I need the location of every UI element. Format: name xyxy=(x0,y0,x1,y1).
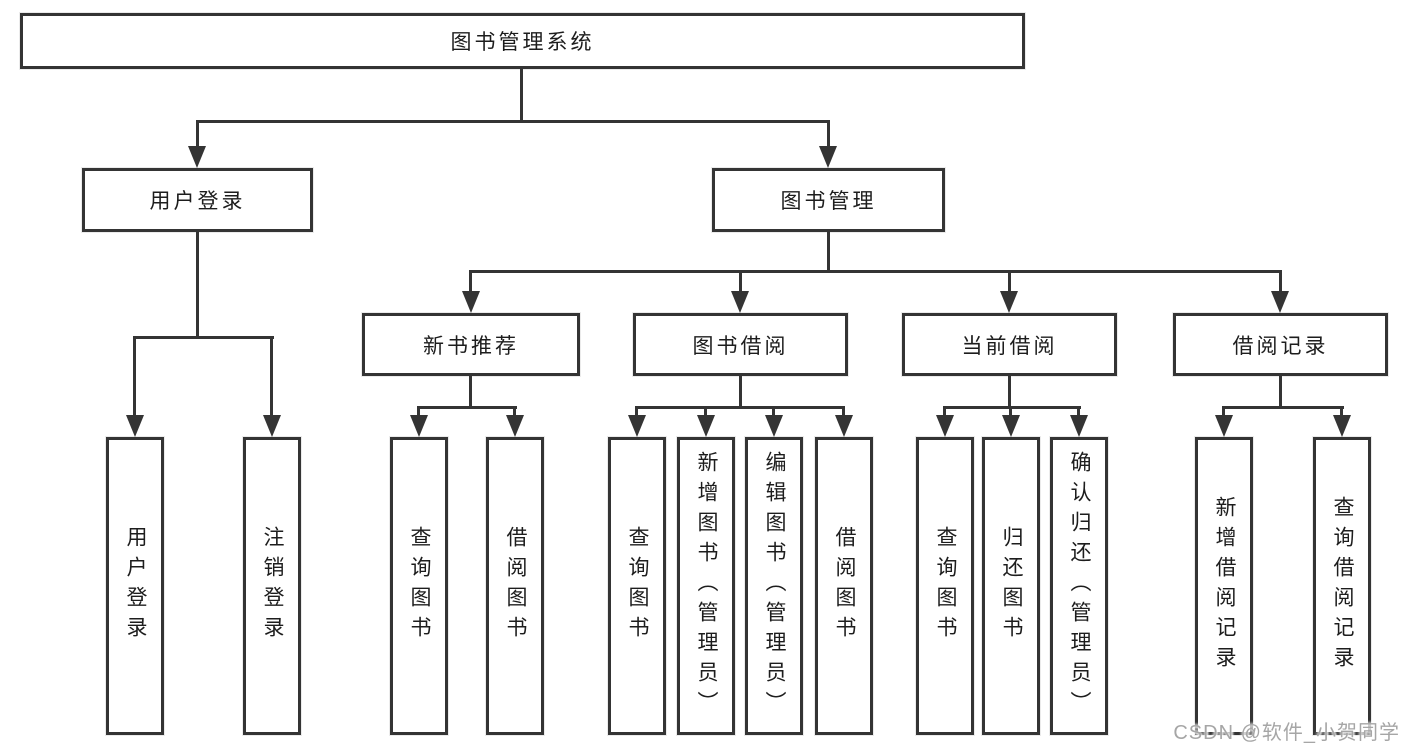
connector-arrow xyxy=(1000,291,1018,313)
connector-arrow xyxy=(697,415,715,437)
connector-line xyxy=(739,376,742,408)
connector-line xyxy=(417,406,420,418)
leaf-query-books-3: 查询图书 xyxy=(916,437,974,735)
connector-arrow xyxy=(1070,415,1088,437)
connector-line xyxy=(469,270,472,294)
connector-arrow xyxy=(188,146,206,168)
leaf-edit-books-admin: 编辑图书（管理员） xyxy=(745,437,803,735)
connector-line xyxy=(827,232,830,273)
node-user-login: 用户登录 xyxy=(82,168,313,232)
connector-line xyxy=(842,406,845,418)
node-current-borrowing: 当前借阅 xyxy=(902,313,1117,376)
node-new-book-recommendation: 新书推荐 xyxy=(362,313,580,376)
connector-line xyxy=(133,336,274,339)
leaf-query-borrow-record: 查询借阅记录 xyxy=(1313,437,1371,735)
leaf-logout: 注销登录 xyxy=(243,437,301,735)
connector-arrow xyxy=(462,291,480,313)
csdn-watermark: CSDN @软件_小贺同学 xyxy=(1173,722,1400,744)
connector-arrow xyxy=(1215,415,1233,437)
leaf-user-login: 用户登录 xyxy=(106,437,164,735)
connector-arrow xyxy=(1333,415,1351,437)
connector-line xyxy=(270,336,273,418)
connector-line xyxy=(1279,376,1282,408)
node-book-borrowing: 图书借阅 xyxy=(633,313,848,376)
connector-line xyxy=(1009,406,1012,418)
connector-line xyxy=(1008,270,1011,294)
connector-line xyxy=(827,120,830,150)
connector-line xyxy=(635,406,638,418)
leaf-confirm-return-admin: 确认归还（管理员） xyxy=(1050,437,1108,735)
connector-arrow xyxy=(1002,415,1020,437)
node-borrowing-records: 借阅记录 xyxy=(1173,313,1388,376)
connector-line xyxy=(196,120,199,150)
connector-line xyxy=(133,336,136,418)
connector-line xyxy=(704,406,707,418)
node-book-management: 图书管理 xyxy=(712,168,945,232)
node-book-management-system: 图书管理系统 xyxy=(20,13,1025,69)
leaf-borrow-books-1: 借阅图书 xyxy=(486,437,544,735)
connector-line xyxy=(635,406,845,409)
leaf-add-books-admin: 新增图书（管理员） xyxy=(677,437,735,735)
connector-arrow xyxy=(819,146,837,168)
connector-arrow xyxy=(936,415,954,437)
connector-line xyxy=(196,232,199,338)
connector-line xyxy=(469,270,1282,273)
connector-arrow xyxy=(835,415,853,437)
connector-line xyxy=(739,270,742,294)
connector-line xyxy=(943,406,946,418)
connector-line xyxy=(417,406,517,409)
connector-line xyxy=(772,406,775,418)
connector-line xyxy=(1008,376,1011,408)
connector-arrow xyxy=(628,415,646,437)
connector-line xyxy=(1077,406,1080,418)
connector-arrow xyxy=(765,415,783,437)
connector-line xyxy=(1279,270,1282,294)
leaf-query-books-1: 查询图书 xyxy=(390,437,448,735)
leaf-borrow-books-2: 借阅图书 xyxy=(815,437,873,735)
connector-arrow xyxy=(506,415,524,437)
connector-line xyxy=(943,406,1081,409)
connector-arrow xyxy=(731,291,749,313)
connector-arrow xyxy=(263,415,281,437)
connector-line xyxy=(1222,406,1344,409)
connector-line xyxy=(513,406,516,418)
connector-line xyxy=(469,376,472,408)
connector-line xyxy=(196,120,830,123)
leaf-return-books: 归还图书 xyxy=(982,437,1040,735)
connector-arrow xyxy=(410,415,428,437)
connector-line xyxy=(1222,406,1225,418)
connector-arrow xyxy=(1271,291,1289,313)
connector-line xyxy=(1340,406,1343,418)
leaf-add-borrow-record: 新增借阅记录 xyxy=(1195,437,1253,735)
connector-line xyxy=(520,69,523,123)
connector-arrow xyxy=(126,415,144,437)
leaf-query-books-2: 查询图书 xyxy=(608,437,666,735)
